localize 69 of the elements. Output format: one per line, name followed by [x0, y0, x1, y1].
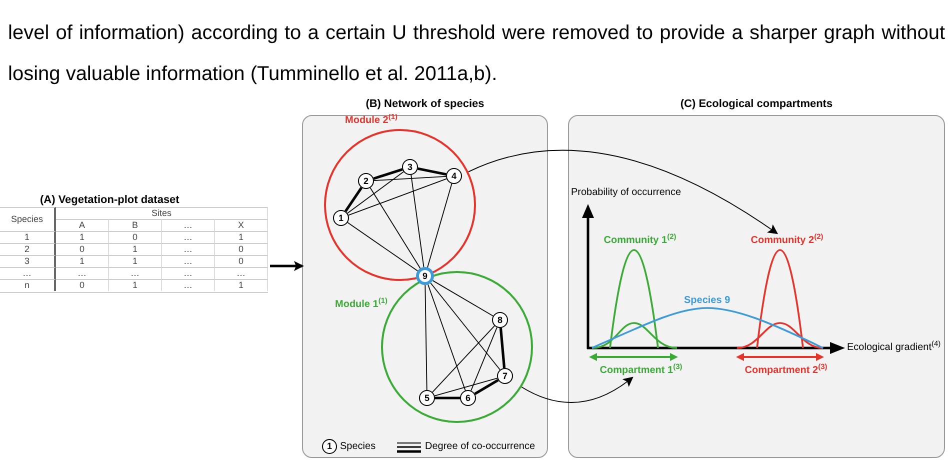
- table-cell: 1: [215, 231, 268, 243]
- co-occurrence-link: [428, 284, 466, 391]
- co-occurrence-link: [470, 326, 498, 392]
- table-cell: 1: [109, 243, 162, 255]
- co-occurrence-link: [432, 280, 494, 316]
- module-label: Module 1$^{(1)}$: [335, 299, 388, 311]
- co-occurrence-link: [410, 174, 424, 268]
- table-cell: 1: [215, 279, 268, 291]
- co-occurrence-link: [427, 183, 452, 268]
- co-occurrence-link: [370, 187, 421, 269]
- legend-label: Degree of co-occurrence: [425, 440, 536, 454]
- arrow: [521, 376, 634, 403]
- table-title: (A) Vegetation-plot dataset: [40, 194, 180, 206]
- table-cell: …: [162, 231, 215, 243]
- co-occurrence-link: [435, 396, 460, 400]
- table-cell: Species: [0, 207, 56, 231]
- co-occurrence-link: [424, 284, 428, 390]
- co-occurrence-link: [474, 378, 499, 396]
- table-cell: 1: [56, 255, 109, 267]
- table-cell: B: [109, 219, 162, 231]
- table-cell: Sites: [56, 207, 268, 219]
- co-occurrence-link: [347, 222, 418, 272]
- co-occurrence-link: [348, 178, 447, 216]
- table-cell: …: [162, 219, 215, 231]
- table-cell: 1: [109, 255, 162, 267]
- arrow: [468, 150, 778, 234]
- curve-label: Community 2$^{(2)}$: [742, 233, 832, 248]
- table-cell: 0: [56, 243, 109, 255]
- table-cell: 1: [56, 231, 109, 243]
- table-cell: 0: [215, 255, 268, 267]
- table-cell: A: [56, 219, 109, 231]
- legend-label: Species: [340, 440, 376, 454]
- table-cell: …: [162, 255, 215, 267]
- table-cell: 0: [56, 279, 109, 291]
- curve-label: Compartment 1$^{(3)}$: [591, 363, 691, 378]
- table-cell: …: [162, 279, 215, 291]
- table-cell: 1: [109, 279, 162, 291]
- table-cell: …: [0, 267, 56, 279]
- arrow: [270, 261, 304, 271]
- co-occurrence-link: [434, 378, 498, 396]
- co-occurrence-link: [499, 328, 506, 368]
- co-occurrence-link: [374, 176, 446, 181]
- table-cell: n: [0, 279, 56, 291]
- table-cell: 0: [109, 231, 162, 243]
- table-cell: …: [56, 267, 109, 279]
- co-occurrence-link: [418, 167, 446, 176]
- table-cell: 2: [0, 243, 56, 255]
- axis-label: Ecological gradient$^{(4)}$: [847, 341, 941, 355]
- table-cell: …: [215, 267, 268, 279]
- co-occurrence-link: [373, 168, 403, 180]
- axis-label: Probability of occurrence: [571, 186, 682, 200]
- co-occurrence-link: [344, 186, 363, 212]
- co-occurrence-link: [432, 325, 495, 393]
- co-occurrence-link: [430, 282, 500, 370]
- table-cell: …: [162, 243, 215, 255]
- curve-label: Compartment 2$^{(3)}$: [736, 363, 836, 378]
- panel-title: (B) Network of species: [364, 98, 486, 111]
- table-cell: …: [162, 267, 215, 279]
- table-cell: 3: [0, 255, 56, 267]
- curve-label: Species 9: [684, 294, 730, 307]
- table-cell: 1: [0, 231, 56, 243]
- body-paragraph: level of information) according to a certain U threshold were removed to provide a sharper graph without losing valuable information (Tumminello et al. 2011a,b).: [8, 21, 945, 87]
- curve-label: Community 1$^{(2)}$: [596, 233, 684, 248]
- panel-title: (C) Ecological compartments: [679, 98, 834, 111]
- table-cell: X: [215, 219, 268, 231]
- table-cell: 0: [215, 243, 268, 255]
- module-label: Module 2$^{(1)}$: [345, 115, 398, 127]
- table-cell: …: [109, 267, 162, 279]
- co-occurrence-link: [346, 171, 404, 214]
